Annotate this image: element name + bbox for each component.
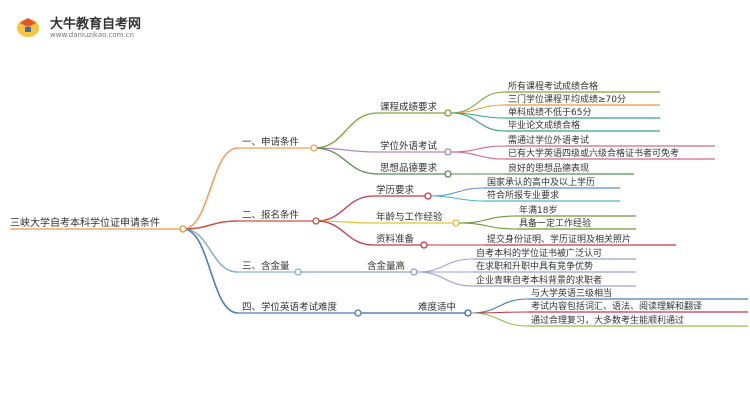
branch-connector (182, 228, 239, 273)
leaf-label: 国家承认的高中及以上学历 (487, 176, 595, 188)
leaf-label: 单科成绩不低于65分 (508, 106, 591, 118)
leaf-connector (450, 151, 506, 160)
sub-node-dot (424, 192, 432, 200)
branch-connector (182, 147, 239, 230)
sub-node-dot (444, 148, 452, 156)
brand-url: www.daniuzikao.com.cn (50, 31, 134, 39)
leaf-label: 具备一定工作经验 (519, 217, 591, 229)
leaf-label: 年满18岁 (519, 204, 557, 216)
root-node-dot (179, 225, 187, 233)
sub-node-dot (410, 268, 418, 276)
leaf-label: 毕业论文成绩合格 (508, 119, 580, 131)
leaf-label: 自考本科的学位证书被广泛认可 (476, 247, 602, 259)
branch-node-dot (354, 309, 362, 317)
sub-label-b2s1: 学历要求 (376, 184, 415, 196)
leaf-connector (458, 215, 517, 224)
leaf-label: 符合所报专业要求 (487, 189, 559, 201)
branch-label-b3: 三、含金量 (242, 260, 290, 272)
leaf-label: 在求职和升职中具有竞争优势 (476, 260, 593, 272)
branch-label-b2: 二、报名条件 (242, 209, 300, 221)
branch-node-dot (312, 217, 320, 225)
leaf-connector (450, 145, 506, 153)
branch-connector (182, 228, 239, 314)
sub-node-dot (452, 219, 460, 227)
leaf-label: 考试内容包括词汇、语法、阅读理解和翻译 (531, 300, 702, 312)
branch-connector (182, 220, 239, 230)
leaf-label: 所有课程考试成绩合格 (508, 80, 598, 92)
leaf-label: 需通过学位外语考试 (508, 134, 589, 146)
sub-connector (313, 147, 379, 175)
branch-node-dot (310, 144, 318, 152)
leaf-label: 良好的思想品德表现 (508, 162, 589, 174)
leaf-connector (470, 298, 529, 314)
leaf-connector (430, 195, 485, 202)
leaf-label: 已有大学英语四级或六级合格证书者可免考 (508, 147, 679, 159)
leaf-connector (470, 312, 529, 327)
root-node-label: 三峡大学自考本科学位证申请条件 (10, 216, 160, 229)
branch-label-b4: 四、学位英语考试难度 (242, 301, 338, 313)
brand-name: 大牛教育自考网 (50, 17, 142, 32)
leaf-label: 提交身份证明、学历证明及相关照片 (487, 233, 631, 245)
leaf-label: 与大学英语三级相当 (531, 287, 612, 299)
sub-label-b2s3: 资料准备 (376, 233, 415, 245)
leaf-connector (450, 91, 506, 114)
sub-label-b1s2: 学位外语考试 (380, 140, 438, 152)
leaf-connector (416, 271, 474, 287)
branch-node-dot (294, 268, 302, 276)
sub-label-b3s1: 含金量高 (367, 260, 405, 272)
sub-node-dot (444, 109, 452, 117)
sub-label-b4s1: 难度适中 (418, 301, 456, 313)
sub-node-dot (420, 241, 428, 249)
leaf-connector (430, 187, 485, 197)
sub-label-b1s3: 思想品德要求 (380, 162, 438, 174)
leaf-label: 企业青睐自考本科背景的求职者 (476, 274, 602, 286)
sub-label-b2s2: 年龄与工作经验 (376, 211, 443, 223)
sub-node-dot (444, 170, 452, 178)
sub-label-b1s1: 课程成绩要求 (380, 101, 438, 113)
graduation-cap-logo-icon (17, 18, 39, 37)
sub-connector (315, 220, 375, 246)
branch-label-b1: 一、申请条件 (242, 136, 300, 148)
leaf-connector (450, 112, 506, 132)
leaf-connector (458, 222, 517, 230)
leaf-label: 通过合理复习，大多数考生能顺利通过 (531, 314, 684, 326)
leaf-label: 三门学位课程平均成绩≥70分 (508, 93, 626, 105)
sub-node-dot (464, 309, 472, 317)
sub-connector (313, 112, 379, 149)
leaf-connector (416, 258, 474, 273)
sub-connector (315, 195, 375, 222)
